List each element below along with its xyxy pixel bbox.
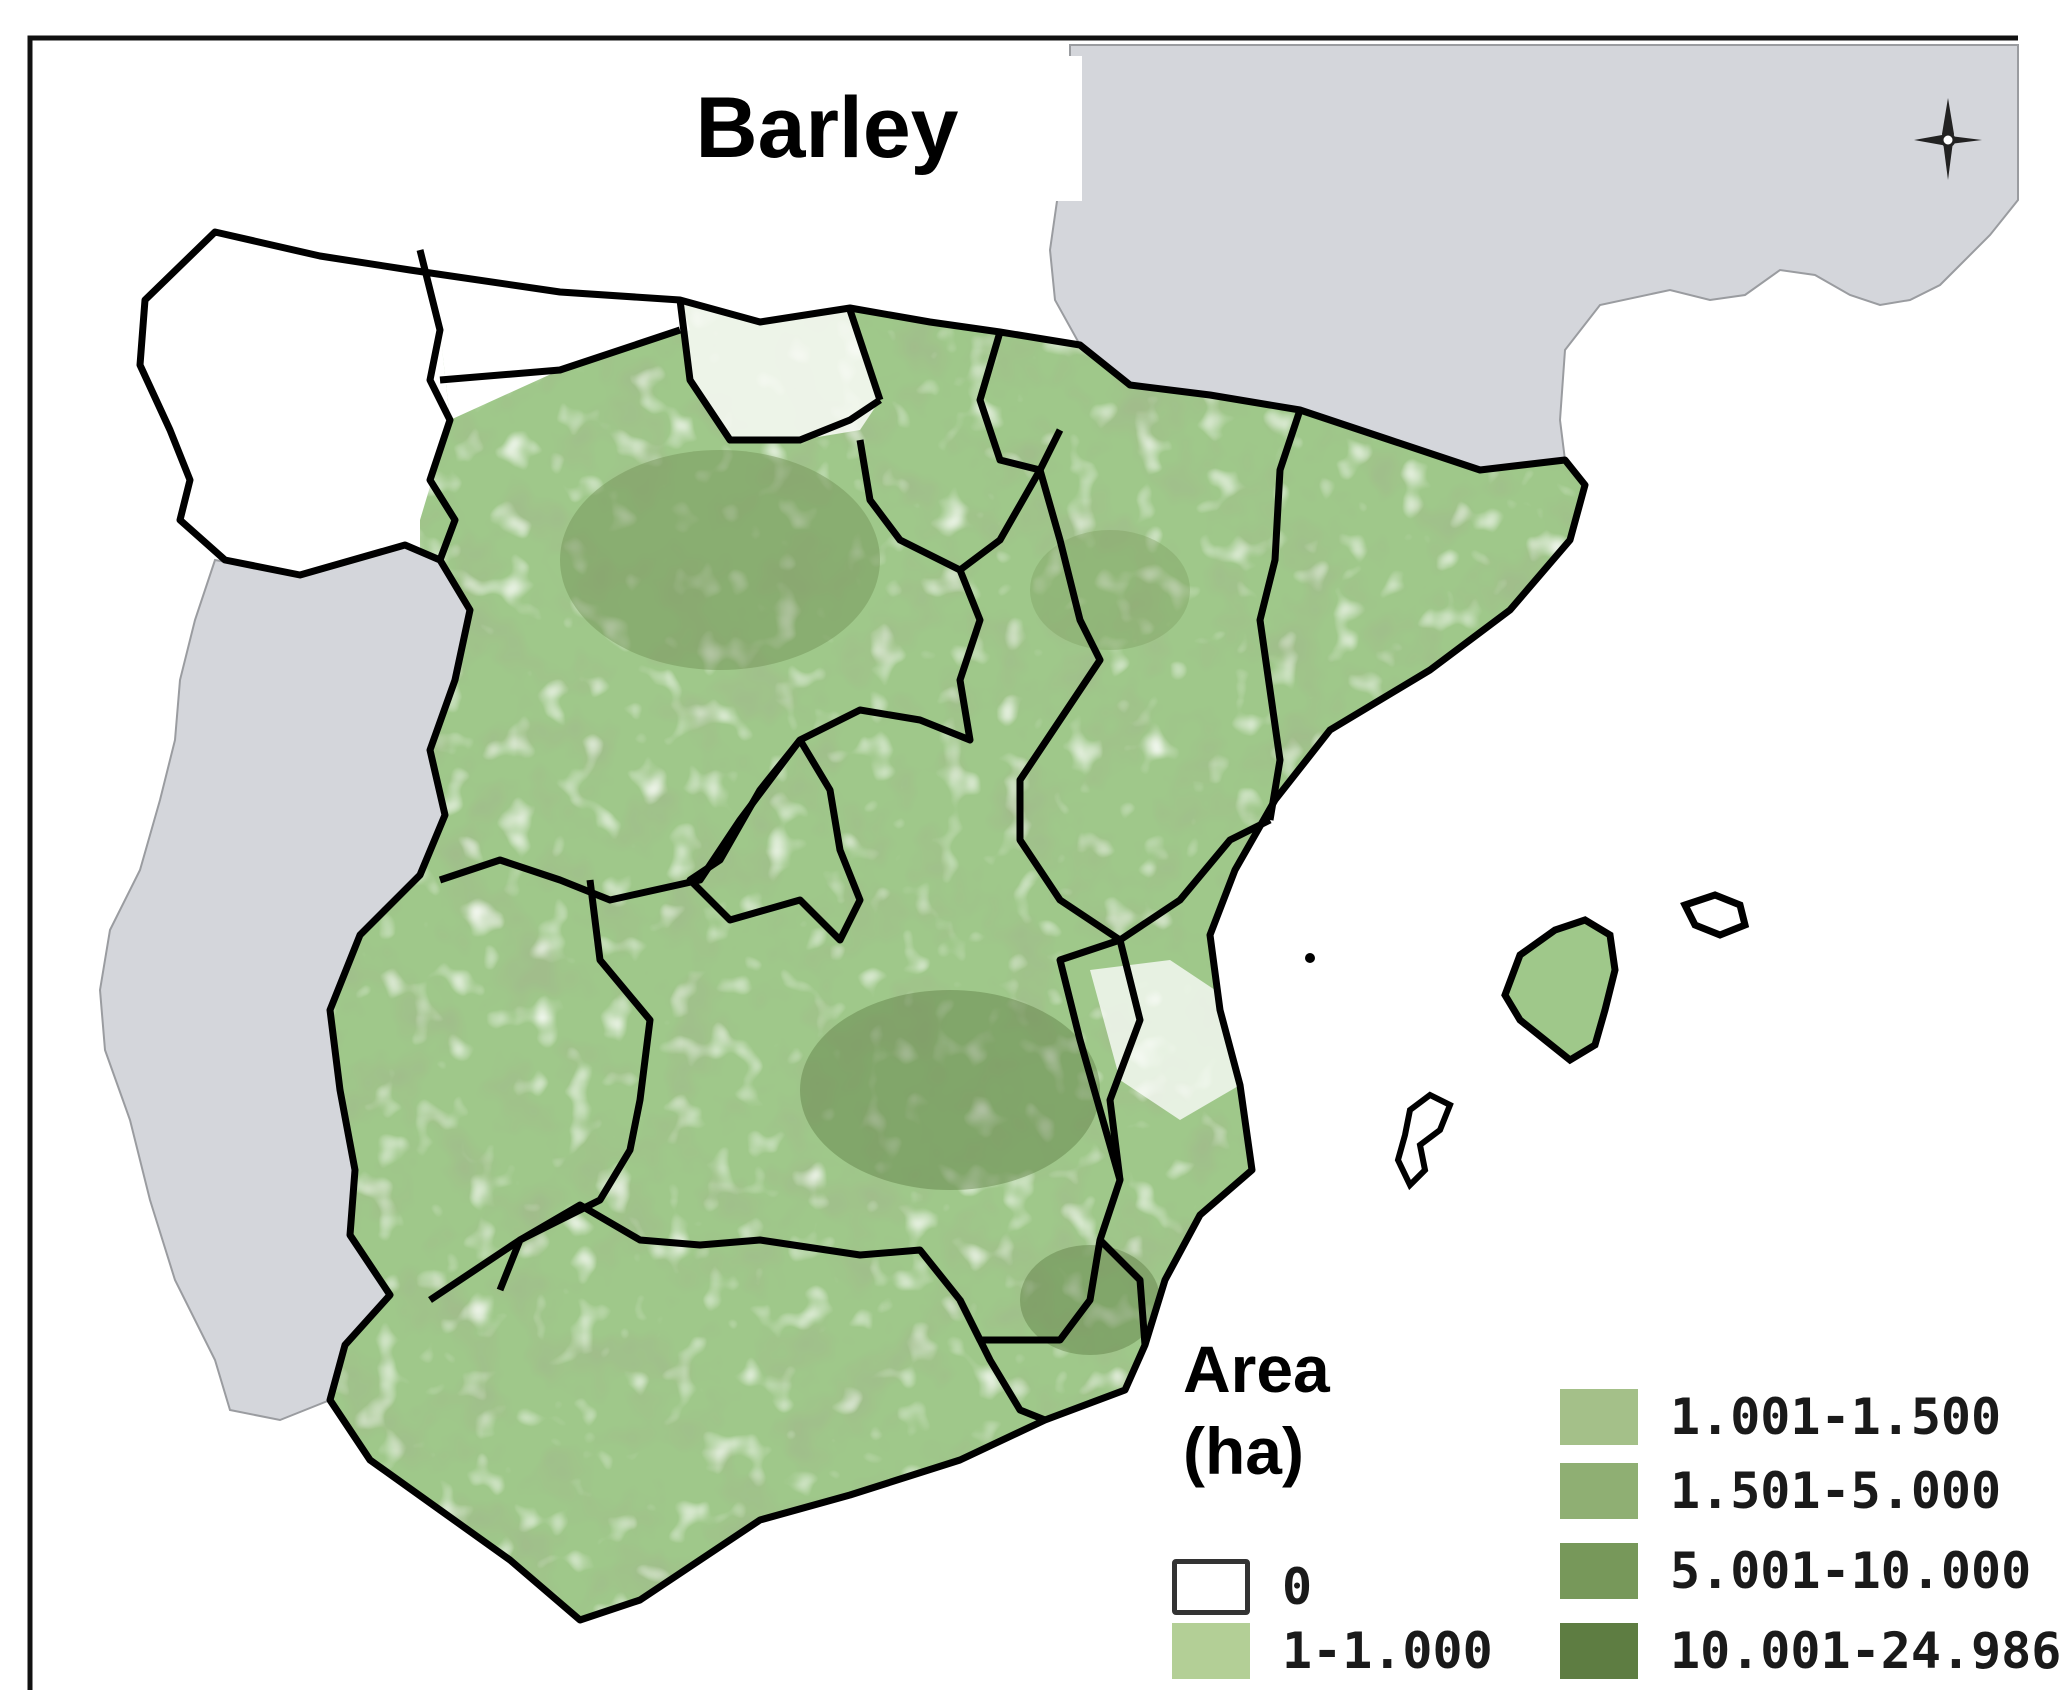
legend-label: 0 — [1282, 1558, 1313, 1616]
map-figure: Barley Area (ha) 0 1-1.000 1.001-1.500 1… — [27, 35, 2061, 1690]
map-frame — [27, 35, 2018, 1690]
legend-item-5: 10.001-24.986 — [1560, 1620, 2061, 1682]
map-canvas — [27, 35, 2019, 1690]
legend-swatch — [1560, 1389, 1638, 1445]
legend-item-1: 1-1.000 — [1172, 1620, 1493, 1682]
legend-swatch — [1560, 1463, 1638, 1519]
title-box: Barley — [572, 56, 1082, 201]
france-land — [1048, 44, 2019, 472]
spain-border — [136, 228, 1589, 1624]
legend-item-3: 1.501-5.000 — [1560, 1460, 2001, 1522]
region-boundaries — [416, 249, 1304, 1424]
legend-swatch — [1560, 1623, 1638, 1679]
legend-label: 5.001-10.000 — [1670, 1542, 2032, 1600]
legend-title: Area (ha) — [1183, 1328, 1383, 1492]
legend-swatch — [1172, 1559, 1250, 1615]
legend-title-line2: (ha) — [1183, 1414, 1304, 1488]
legend-title-line1: Area — [1183, 1332, 1330, 1406]
legend-swatch — [1560, 1543, 1638, 1599]
legend-item-2: 1.001-1.500 — [1560, 1386, 2001, 1448]
map-title: Barley — [695, 80, 959, 176]
legend-label: 1.001-1.500 — [1670, 1388, 2002, 1446]
legend-item-4: 5.001-10.000 — [1560, 1540, 2031, 1602]
legend-swatch — [1172, 1623, 1250, 1679]
legend-label: 1-1.000 — [1282, 1622, 1493, 1680]
legend-label: 1.501-5.000 — [1670, 1462, 2002, 1520]
legend-item-0: 0 — [1172, 1556, 1312, 1618]
legend-label: 10.001-24.986 — [1670, 1622, 2061, 1680]
balearic-islands — [1305, 891, 1750, 1191]
north-arrow-icon — [1914, 98, 1982, 180]
